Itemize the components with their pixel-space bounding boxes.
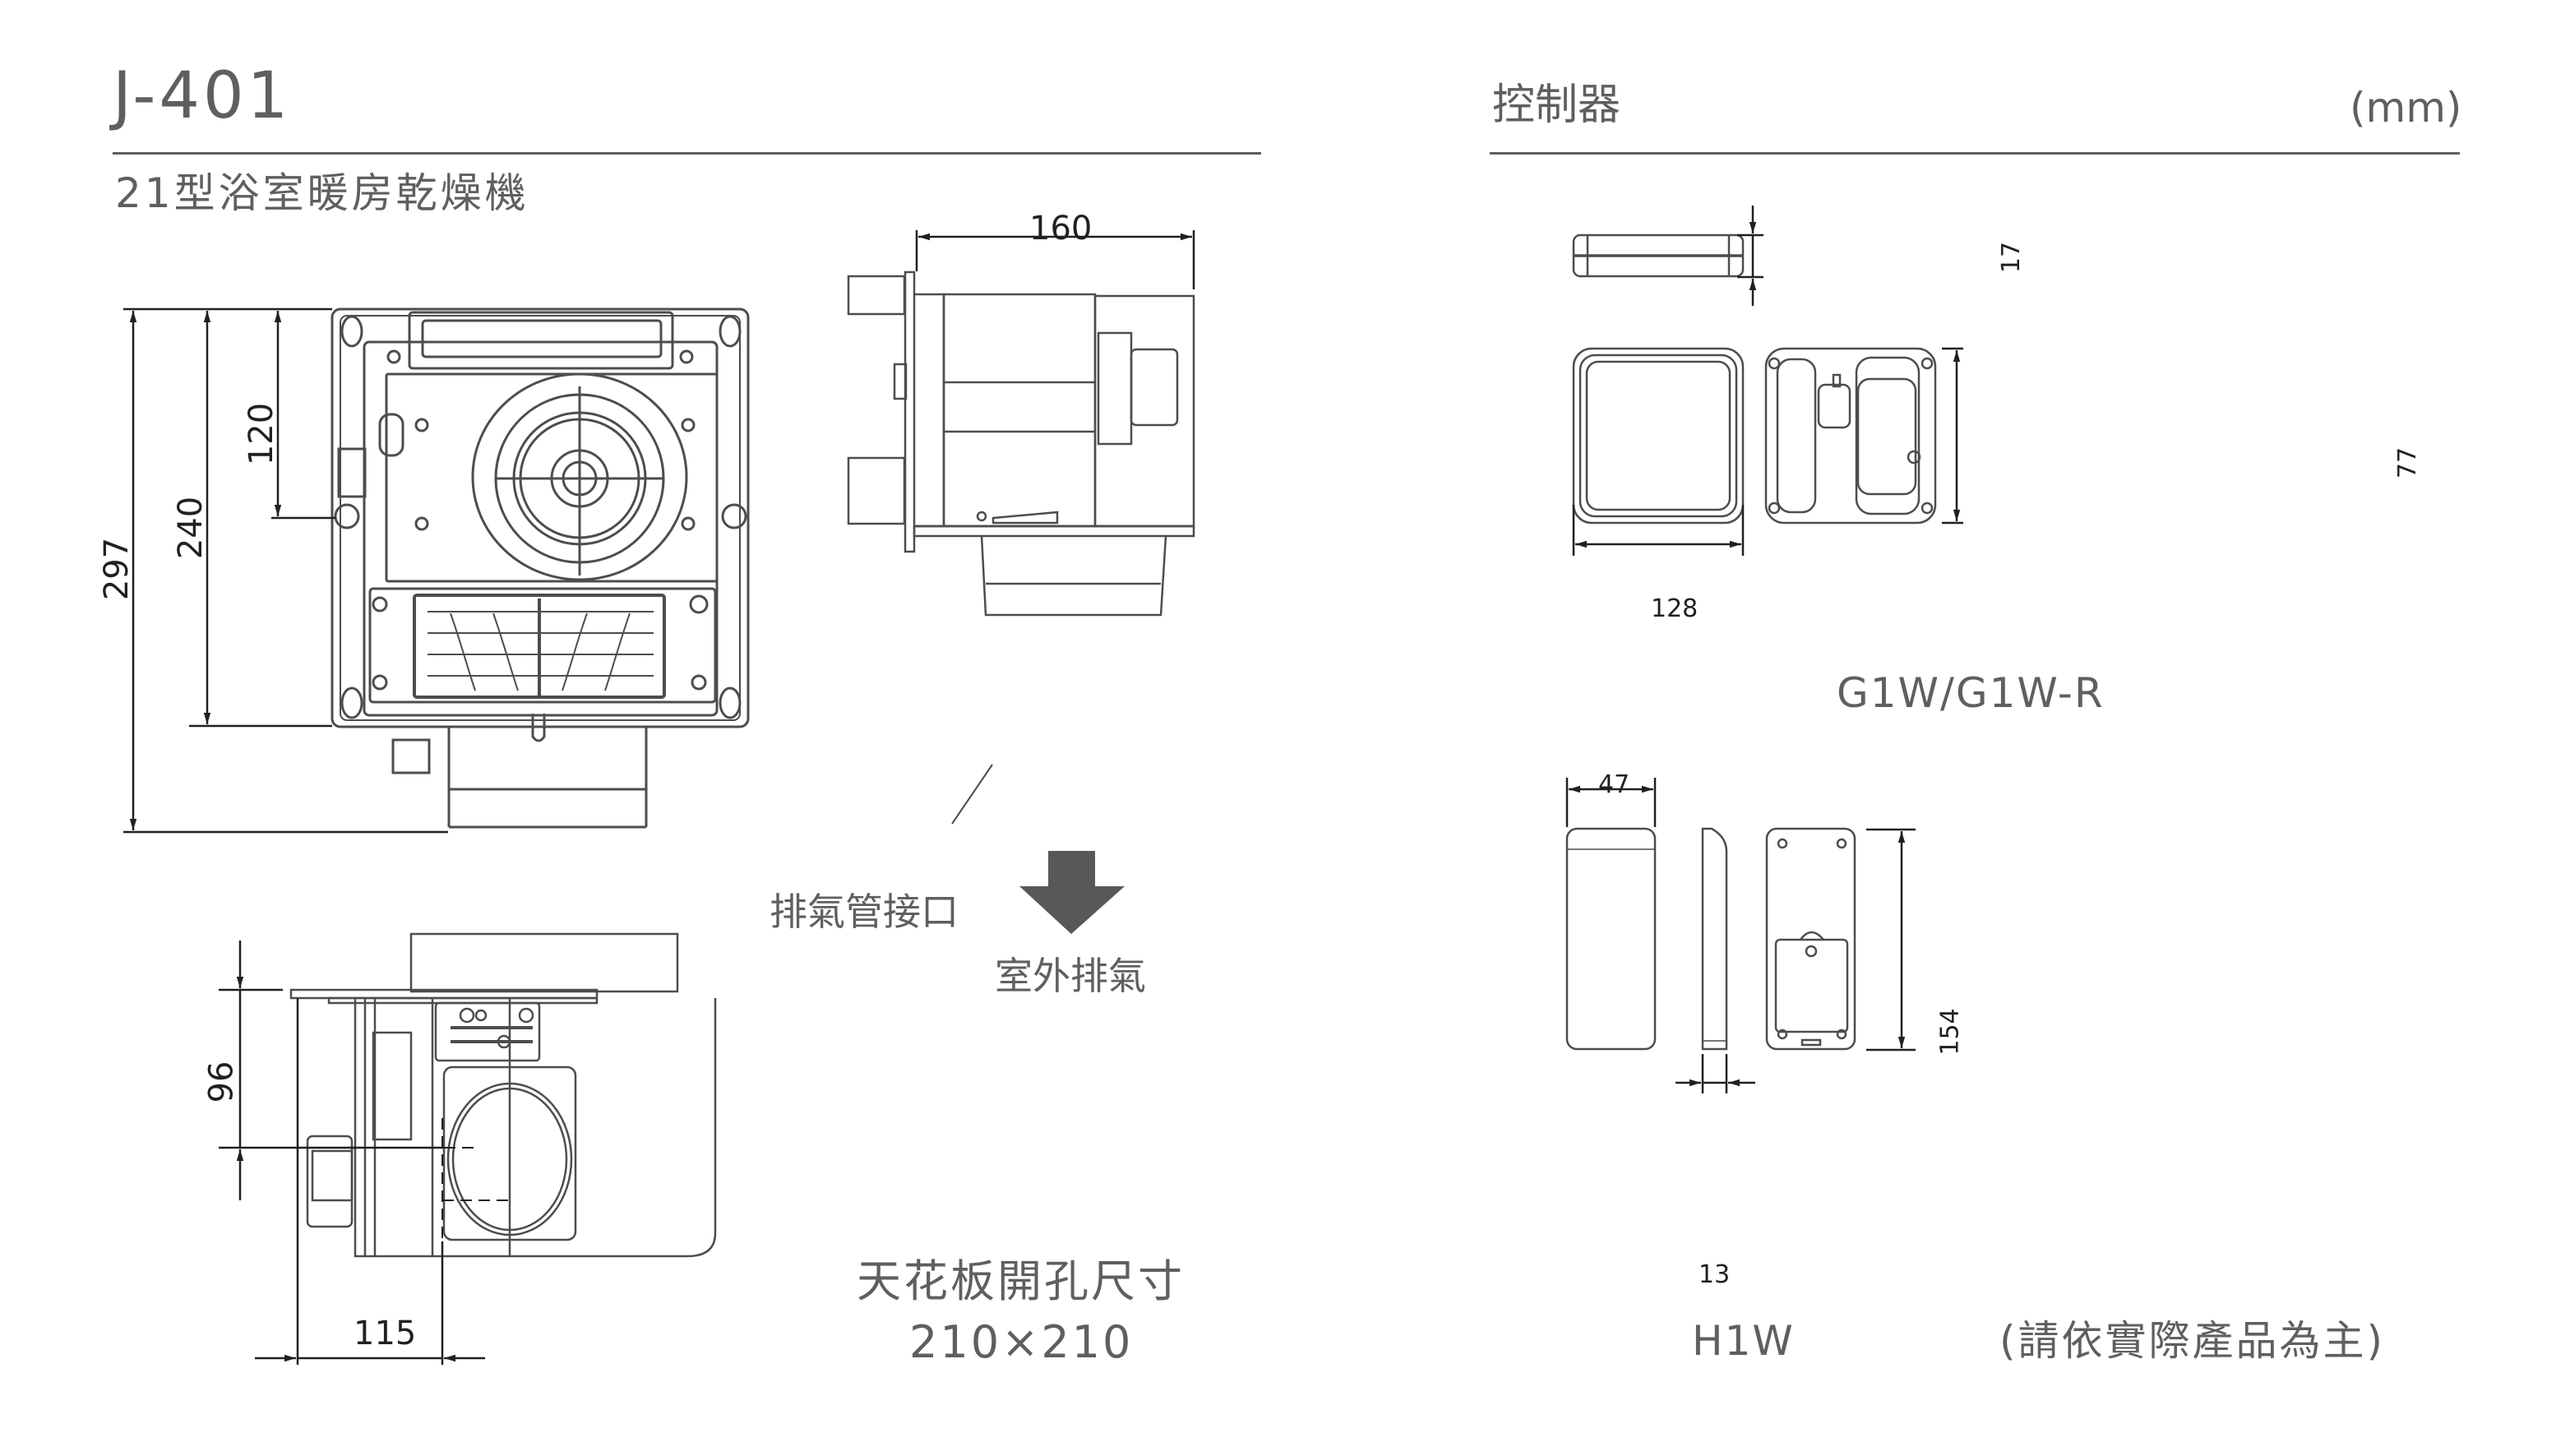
- product-name: 21型浴室暖房乾燥機: [115, 169, 529, 217]
- bottom-view-dimensions: [219, 941, 485, 1365]
- ceiling-opening-size: 210×210: [909, 1316, 1134, 1368]
- h1w-side-view: [1701, 827, 1728, 1051]
- dim-label-h1w-thickness: 13: [1699, 1260, 1731, 1289]
- h1w-dimensions: [1565, 778, 1916, 1093]
- footnote: (請依實際產品為主): [1999, 1317, 2386, 1365]
- exhaust-port-label: 排氣管接口: [770, 890, 959, 934]
- controller-section-title: 控制器: [1492, 81, 1621, 130]
- dim-label-depth: 160: [1029, 210, 1093, 247]
- right-header-rule: [1490, 152, 2460, 155]
- unit-label: (mm): [2350, 84, 2462, 132]
- dim-label-body-height: 240: [172, 496, 210, 560]
- h1w-drawings: [1565, 827, 1856, 1051]
- exhaust-port-leader: [951, 764, 993, 825]
- dim-label-h1w-width: 47: [1598, 770, 1630, 799]
- left-header-rule: [113, 152, 1261, 155]
- h1w-back-view: [1765, 827, 1856, 1051]
- g1w-dimensions: [1572, 206, 1963, 556]
- dim-label-h1w-height: 154: [1935, 1008, 1965, 1056]
- controller-model-h1w: H1W: [1692, 1317, 1795, 1365]
- h1w-front-view: [1565, 827, 1657, 1051]
- dim-label-g1w-thickness: 17: [1997, 241, 2027, 274]
- dim-label-overall-height: 297: [98, 537, 136, 601]
- g1w-back-view: [1764, 347, 1937, 525]
- outdoor-exhaust-label: 室外排氣: [995, 954, 1146, 998]
- side-view: [847, 270, 1195, 617]
- bottom-view-centerlines: [441, 1118, 510, 1241]
- g1w-front-view: [1572, 347, 1745, 525]
- ceiling-opening-label: 天花板開孔尺寸: [857, 1255, 1185, 1307]
- side-view-dimensions: [915, 230, 1195, 289]
- front-view-dimensions: [123, 307, 448, 834]
- dim-label-duct-horizontal: 115: [354, 1315, 417, 1352]
- dim-label-g1w-height: 77: [2393, 446, 2423, 479]
- front-view: [330, 307, 750, 829]
- bottom-view: [289, 932, 717, 1258]
- controller-model-g1w: G1W/G1W-R: [1837, 669, 2105, 717]
- dim-label-duct-vertical: 96: [202, 1061, 241, 1103]
- dim-label-g1w-width: 128: [1651, 594, 1699, 623]
- dim-label-mount-offset: 120: [243, 402, 281, 466]
- exhaust-direction-arrow: [1019, 851, 1125, 934]
- g1w-drawings: [1572, 233, 1937, 525]
- model-title: J-401: [113, 59, 292, 133]
